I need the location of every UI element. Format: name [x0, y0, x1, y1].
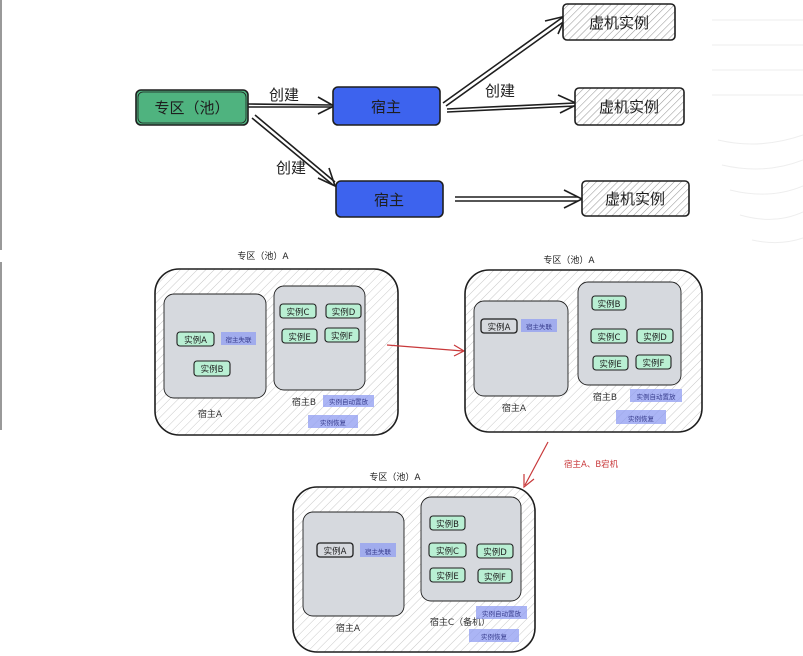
zone-title-3: 专区（池）A: [369, 471, 421, 483]
instance-a-1: 实例A: [176, 331, 215, 347]
host-a-label-3: 宿主A: [336, 622, 361, 634]
host-pane-a-2: [473, 300, 569, 397]
instance-f-3-label: 实例F: [484, 572, 506, 583]
create-label-3: 创建: [485, 82, 515, 100]
background-decoration: [712, 19, 803, 244]
arrow-host2-to-vm3: [455, 189, 584, 209]
instance-e-2: 实例E: [592, 355, 629, 371]
instance-d-2-label: 实例D: [643, 332, 667, 343]
host-b-label-1: 宿主B: [292, 396, 316, 408]
tag-host-failure-1-label: 宿主失联: [226, 335, 253, 344]
host-b-label-2: 宿主B: [593, 391, 617, 403]
tag-recover-1: 实例恢复: [308, 415, 358, 428]
instance-d-2: 实例D: [636, 328, 674, 344]
vm-box-2: 虚机实例: [574, 87, 685, 126]
arrow-state1-to-state2: [386, 344, 466, 357]
host-box-2: 宿主: [335, 180, 444, 218]
instance-e-3-label: 实例E: [436, 571, 458, 582]
zone-state-failure: 专区（池）A 宿主A 宿主B 实例A 宿主失联 实例B 实例C 实例D 实例E: [464, 254, 703, 433]
host-c-label-3: 宿主C（备机）: [430, 616, 490, 628]
host-label-1: 宿主: [371, 98, 401, 116]
instance-f-2-label: 实例F: [643, 358, 665, 369]
vm-box-1: 虚机实例: [562, 3, 676, 41]
tag-host-failure-3: 宿主失联: [360, 543, 396, 557]
instance-a-3-label: 实例A: [324, 546, 347, 557]
instance-c-2-label: 实例C: [598, 332, 621, 343]
instance-f-1: 实例F: [324, 327, 360, 343]
top-diagram: 专区（池） 创建 创建 宿主 宿主 创建: [135, 3, 690, 218]
vm-label-2: 虚机实例: [599, 98, 659, 116]
instance-a-2: 实例A: [480, 318, 518, 334]
zone-title-1: 专区（池）A: [237, 250, 289, 262]
instance-b-1-label: 实例B: [201, 364, 224, 375]
host-label-2: 宿主: [374, 191, 404, 209]
instance-b-2: 实例B: [591, 295, 627, 311]
vm-box-3: 虚机实例: [581, 180, 690, 217]
host-a-label-1: 宿主A: [198, 408, 223, 420]
zone-box: 专区（池）: [135, 89, 249, 126]
failure-note: 宿主A、B宕机: [564, 459, 619, 470]
tag-auto-migrate-3: 实例自动置放: [476, 606, 527, 619]
host-box-1: 宿主: [332, 86, 441, 126]
tag-host-failure-1: 宿主失联: [221, 332, 256, 345]
instance-d-3: 实例D: [476, 543, 514, 559]
tag-recover-2: 实例恢复: [616, 410, 666, 424]
instance-d-1: 实例D: [325, 303, 362, 319]
instance-d-1-label: 实例D: [332, 307, 356, 318]
create-label-1: 创建: [269, 86, 299, 104]
vm-label-1: 虚机实例: [589, 14, 649, 32]
host-pane-a-1: [163, 293, 267, 399]
tag-auto-migrate-2-label: 实例自动置放: [637, 392, 677, 401]
instance-e-1-label: 实例E: [288, 332, 310, 343]
create-label-2: 创建: [276, 159, 306, 177]
tag-host-failure-2: 宿主失联: [521, 319, 557, 332]
tag-recover-3-label: 实例恢复: [481, 632, 508, 641]
zone-label: 专区（池）: [154, 99, 229, 117]
instance-e-3: 实例E: [429, 567, 466, 583]
instance-c-2: 实例C: [590, 328, 628, 344]
host-a-label-2: 宿主A: [502, 402, 527, 414]
host-pane-a-3: [302, 511, 405, 617]
instance-c-3-label: 实例C: [436, 546, 459, 557]
instance-b-1: 实例B: [193, 360, 231, 377]
instance-b-3-label: 实例B: [436, 519, 459, 530]
instance-d-3-label: 实例D: [483, 547, 507, 558]
tag-auto-migrate-3-label: 实例自动置放: [482, 609, 522, 618]
instance-c-1: 实例C: [279, 303, 317, 319]
tag-host-failure-2-label: 宿主失联: [526, 322, 553, 331]
arrow-state2-to-state3: [523, 441, 549, 489]
arrow-zone-to-host2: [251, 114, 337, 188]
instance-b-3: 实例B: [429, 515, 466, 531]
tag-recover-3: 实例恢复: [469, 629, 519, 642]
tag-auto-migrate-1: 实例自动置放: [323, 395, 374, 407]
instance-f-3: 实例F: [477, 568, 513, 584]
zone-state-before: 专区（池）A 宿主A 宿主B 实例A 宿主失联 实例B 实例C 实例D: [154, 250, 399, 436]
instance-f-2: 实例F: [635, 354, 672, 370]
instance-a-3: 实例A: [316, 542, 354, 558]
tag-recover-2-label: 实例恢复: [628, 414, 655, 423]
zone-title-2: 专区（池）A: [543, 254, 595, 266]
tag-auto-migrate-2: 实例自动置放: [630, 389, 682, 402]
vm-label-3: 虚机实例: [605, 190, 665, 208]
tag-recover-1-label: 实例恢复: [320, 418, 347, 427]
instance-a-1-label: 实例A: [184, 335, 207, 346]
instance-f-1-label: 实例F: [331, 331, 353, 342]
instance-c-3: 实例C: [428, 542, 467, 558]
tag-auto-migrate-1-label: 实例自动置放: [329, 397, 369, 406]
instance-b-2-label: 实例B: [598, 299, 621, 310]
instance-c-1-label: 实例C: [287, 307, 310, 318]
instance-e-1: 实例E: [281, 328, 318, 344]
instance-a-2-label: 实例A: [488, 322, 511, 333]
zone-state-recovered: 专区（池）A 宿主A 宿主C（备机） 实例A 宿主失联 实例B 实例C 实例D …: [292, 471, 536, 653]
instance-e-2-label: 实例E: [599, 359, 621, 370]
tag-host-failure-3-label: 宿主失联: [365, 547, 392, 556]
